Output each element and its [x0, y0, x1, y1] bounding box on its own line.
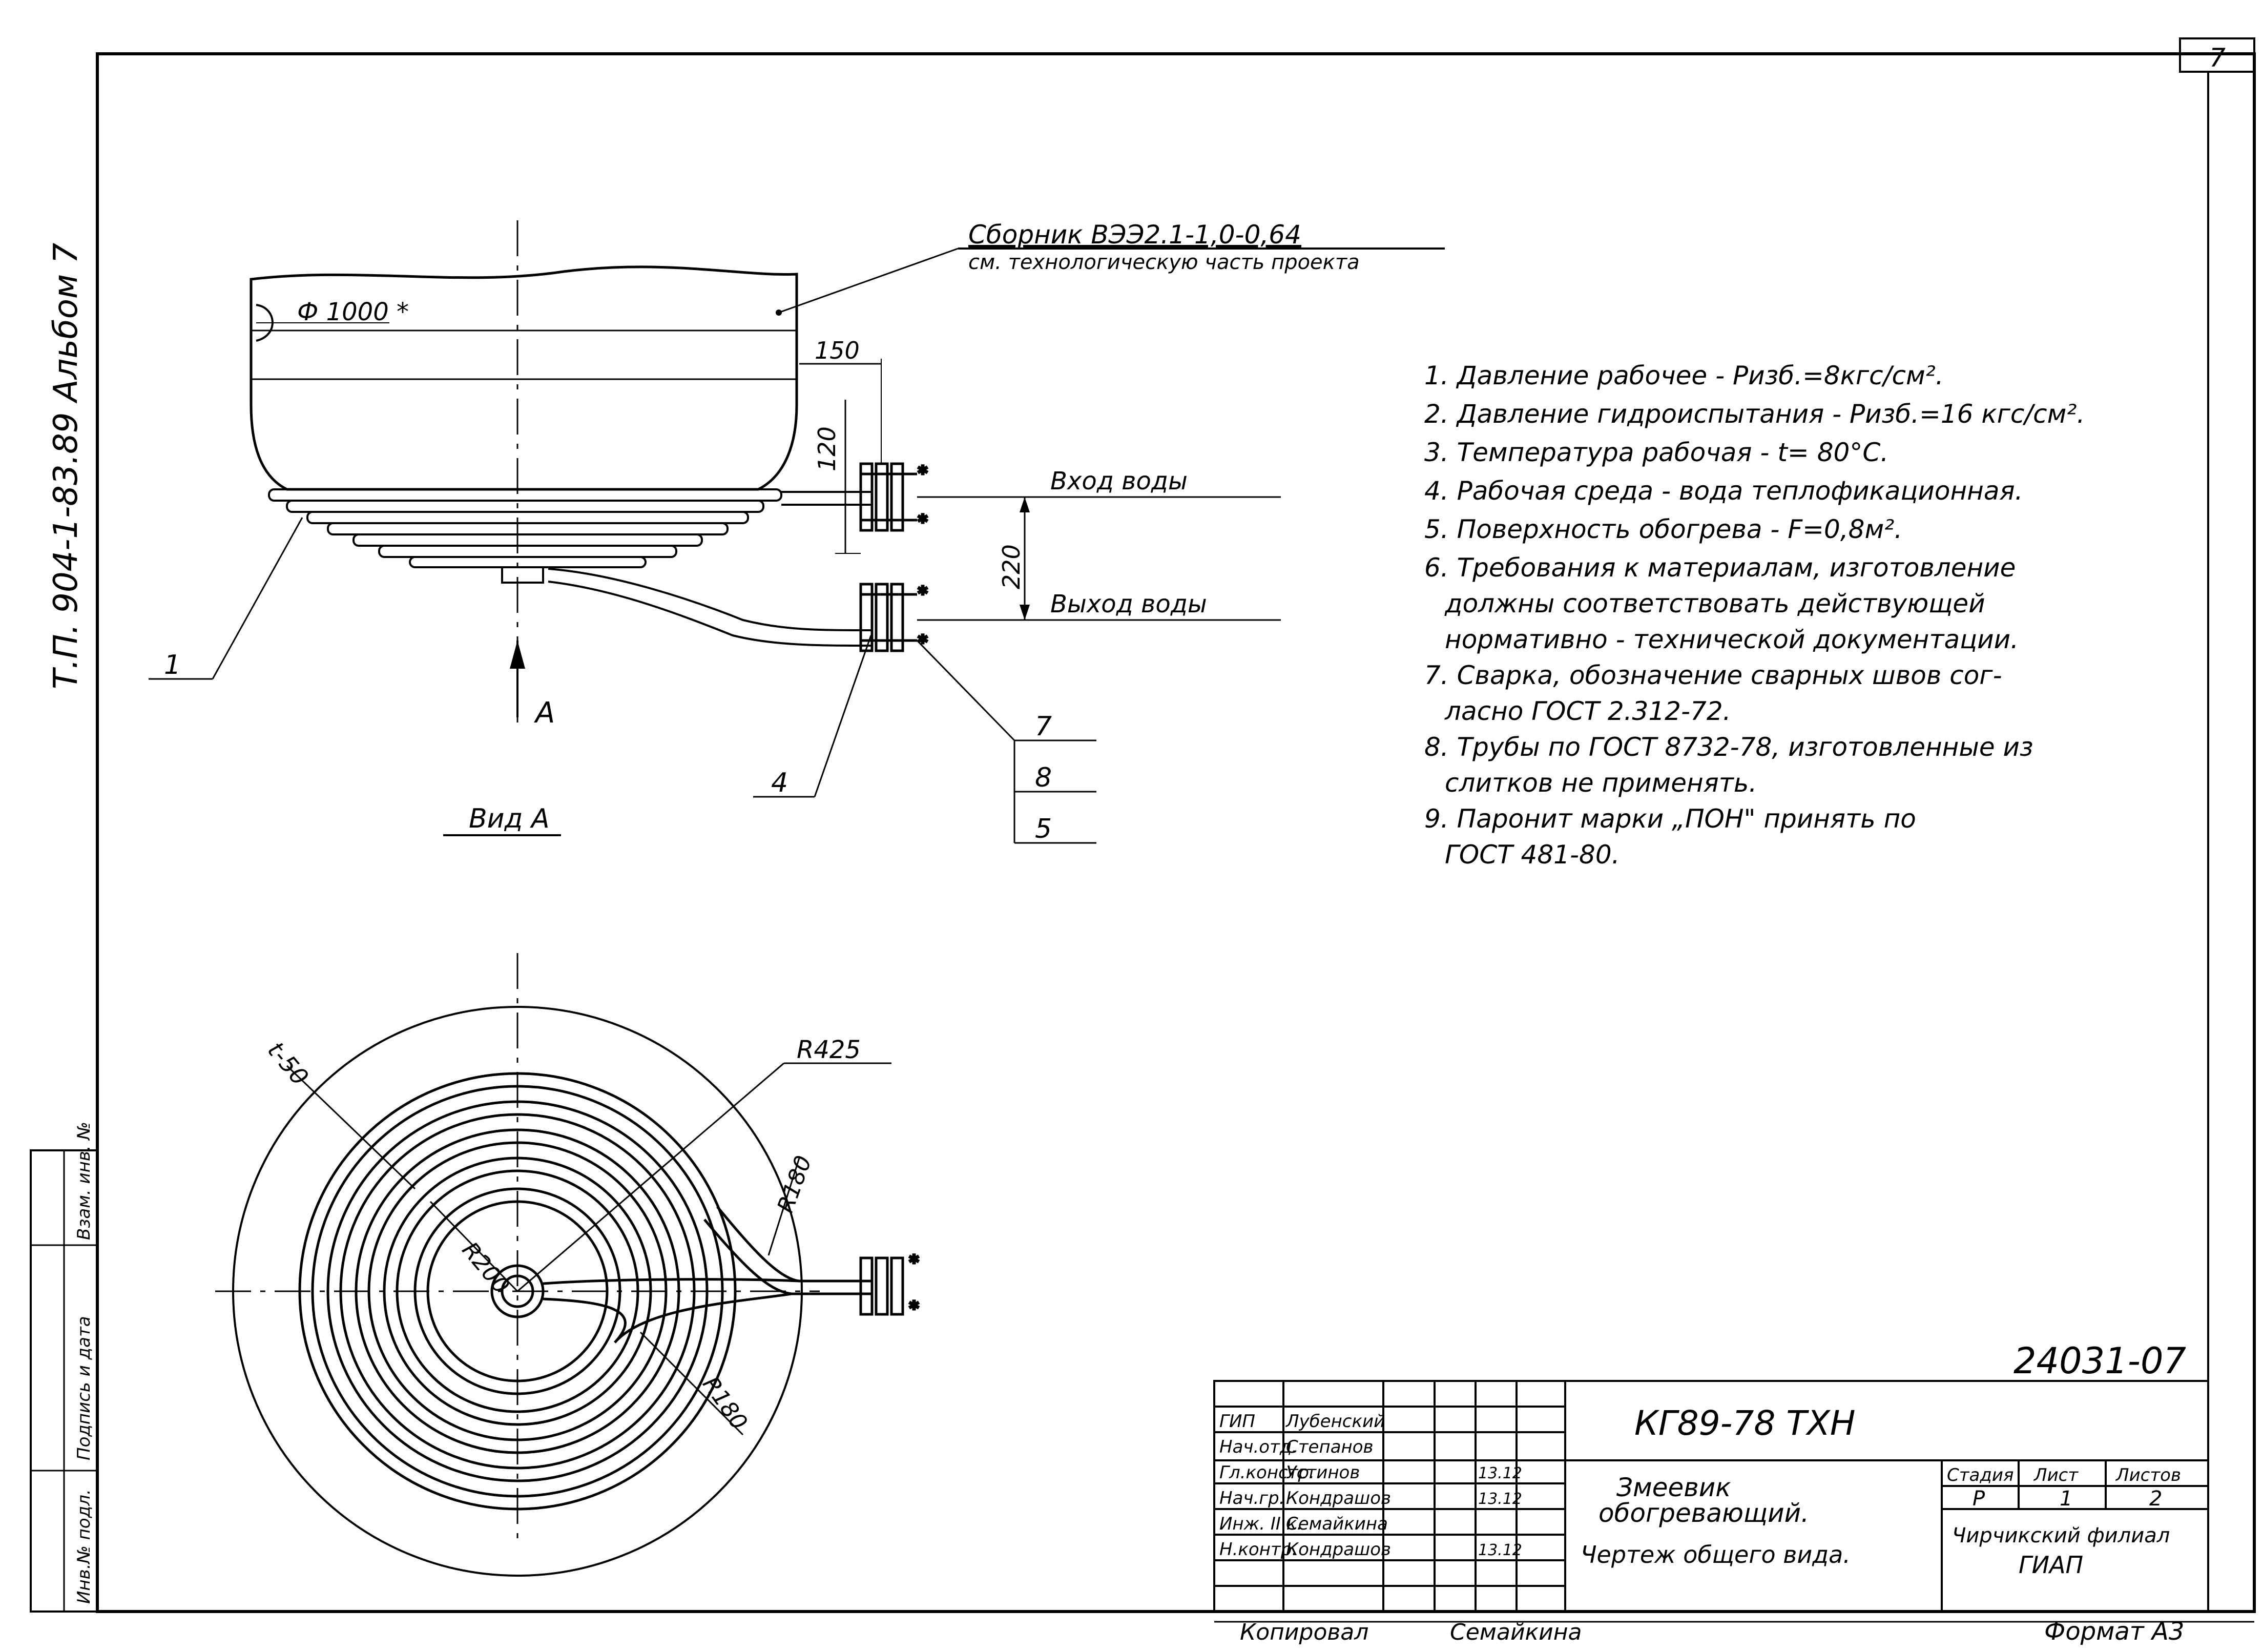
boiler-body: [250, 265, 798, 491]
tb-designation: КГ89-78 ТХН: [1634, 1403, 1856, 1443]
title-block: [1213, 1380, 2209, 1613]
side-stamp: Взам. инв. № Подпись и дата Инв.№ подл.: [30, 1122, 98, 1613]
tb-name: Степанов: [1286, 1437, 1374, 1457]
album-reference: Т.П. 904-1-83.89 Альбом 7: [47, 242, 85, 689]
tb-name-line3: Чертеж общего вида.: [1581, 1541, 1851, 1568]
outer-frame: [96, 52, 2256, 1613]
note-line: 3. Температура рабочая - t= 80°С.: [1424, 438, 1888, 467]
stamp-replace-inv: Взам. инв. №: [74, 1122, 94, 1240]
dim-r180-top: R180: [772, 1152, 817, 1216]
note-line: ласно ГОСТ 2.312-72.: [1444, 696, 1731, 726]
tb-org-line2: ГИАП: [2019, 1551, 2083, 1579]
tb-name: Лубенский: [1285, 1411, 1385, 1432]
drawing-code: 24031-07: [2013, 1340, 2186, 1382]
tb-date: 13.12: [1478, 1490, 1522, 1508]
svg-text:*: *: [918, 511, 927, 532]
tb-role: Н.контр.: [1219, 1539, 1297, 1560]
dim-220: 220: [998, 544, 1025, 589]
note-line: ГОСТ 481-80.: [1445, 840, 1620, 870]
outlet-flange: * *: [859, 582, 929, 654]
tb-sheets-header: Листов: [2115, 1465, 2181, 1485]
tb-name-line2: обогревающий.: [1598, 1498, 1809, 1528]
dim-r425: R425: [797, 1036, 861, 1064]
position-7: 7: [1035, 711, 1052, 742]
svg-text:*: *: [918, 632, 927, 653]
note-line: 1. Давление рабочее - Ризб.=8кгс/см².: [1424, 361, 1944, 390]
tb-name: Кондрашов: [1286, 1488, 1391, 1509]
plan-view: * * t-50 R425 R200 R180 R180: [215, 953, 920, 1577]
stamp-inv-no: Инв.№ подл.: [74, 1489, 94, 1604]
note-line: 7. Сварка, обозначение сварных швов сог-: [1424, 660, 2002, 690]
position-4: 4: [771, 768, 788, 798]
tb-name: Семайкина: [1286, 1514, 1388, 1534]
stamp-sign-date: Подпись и дата: [74, 1316, 94, 1460]
inlet-flange: * *: [859, 462, 929, 534]
tb-role: Нач.гр.: [1219, 1488, 1285, 1509]
tb-name: Кондрашов: [1286, 1539, 1391, 1560]
note-line: 6. Требования к материалам, изготовление: [1424, 553, 2016, 583]
boiler-diameter: Ф 1000 *: [297, 298, 409, 326]
water-out-label: Выход воды: [1050, 590, 1207, 618]
note-line: слитков не применять.: [1445, 768, 1757, 798]
front-view: Ф 1000 * Сборник ВЭЭ2.1-1,0-0,64 см. тех…: [149, 220, 1445, 844]
boiler-callout-title: Сборник ВЭЭ2.1-1,0-0,64: [968, 220, 1301, 250]
tb-stage-header: Стадия: [1947, 1465, 2013, 1485]
svg-text:*: *: [909, 1298, 919, 1319]
coil-layers: [268, 488, 782, 584]
sheet-number-box: [2179, 37, 2255, 73]
sheet-number: 7: [2209, 43, 2226, 73]
dim-150: 150: [815, 337, 860, 364]
footer-copied: Копировал: [1240, 1619, 1368, 1645]
svg-text:*: *: [909, 1252, 919, 1273]
tb-name: Устинов: [1286, 1462, 1360, 1483]
note-line: нормативно - технической документации.: [1445, 625, 2019, 654]
dim-120: 120: [813, 426, 841, 471]
coil-spiral: [298, 1072, 737, 1511]
tb-role: Инж. II к.: [1219, 1514, 1302, 1534]
boiler-outline: [232, 1006, 803, 1577]
position-8: 8: [1035, 762, 1052, 793]
position-5: 5: [1035, 814, 1052, 844]
tb-name-line1: Змеевик: [1616, 1473, 1731, 1502]
tb-role: ГИП: [1219, 1411, 1255, 1432]
tb-sheet-no: 1: [2060, 1487, 2072, 1511]
tb-role: Гл.констр.: [1219, 1462, 1315, 1483]
boiler-callout-sub: см. технологическую часть проекта: [968, 251, 1360, 274]
technical-notes: 1. Давление рабочее - Ризб.=8кгс/см². 2.…: [1424, 361, 2085, 870]
plan-flange: * *: [859, 1251, 920, 1320]
note-line: 9. Паронит марки „ПОН" принять по: [1424, 804, 1916, 834]
position-1: 1: [164, 650, 181, 680]
note-line: 8. Трубы по ГОСТ 8732-78, изготовленные …: [1424, 732, 2033, 762]
footer-copier: Семайкина: [1450, 1619, 1582, 1645]
note-line: 4. Рабочая среда - вода теплофикационная…: [1424, 476, 2023, 506]
dim-t50: t-50: [262, 1036, 314, 1090]
view-a-title: Вид А: [469, 803, 550, 834]
tb-sheets: 2: [2149, 1487, 2162, 1511]
svg-text:*: *: [918, 583, 927, 604]
svg-text:*: *: [918, 463, 927, 484]
note-line: 2. Давление гидроиспытания - Ризб.=16 кг…: [1424, 399, 2085, 429]
tb-role: Нач.отд.: [1219, 1437, 1297, 1457]
tb-sheet-header: Лист: [2033, 1465, 2079, 1485]
tb-org-line1: Чирчикский филиал: [1952, 1524, 2170, 1547]
tb-stage: Р: [1973, 1487, 1985, 1511]
footer-format: Формат А3: [2044, 1617, 2184, 1646]
tb-date: 13.12: [1478, 1541, 1522, 1559]
water-in-label: Вход воды: [1050, 467, 1188, 495]
note-line: должны соответствовать действующей: [1444, 589, 1985, 618]
tb-date: 13.12: [1478, 1464, 1522, 1482]
note-line: 5. Поверхность обогрева - F=0,8м².: [1424, 514, 1902, 544]
view-arrow-label: А: [534, 696, 555, 730]
